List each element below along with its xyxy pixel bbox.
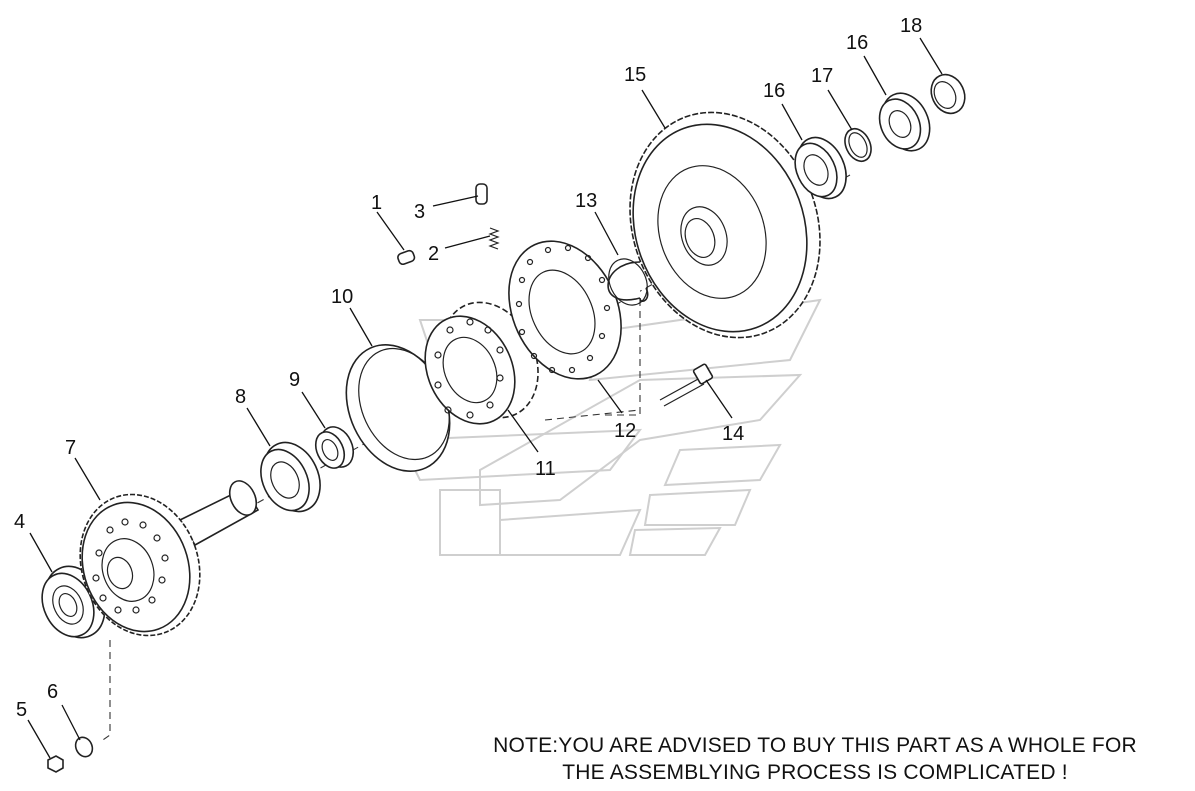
spring-part-2 <box>488 227 500 250</box>
assembly-note: NOTE:YOU ARE ADVISED TO BUY THIS PART AS… <box>420 732 1195 786</box>
callout-14: 14 <box>722 423 744 445</box>
callout-4: 4 <box>14 511 25 533</box>
leader-lines <box>27 37 943 759</box>
spline-hub-part-11 <box>424 301 539 425</box>
callout-3: 3 <box>414 201 425 223</box>
callout-5: 5 <box>16 699 27 721</box>
bolt-part-14 <box>659 363 714 407</box>
bearing-part-16-left <box>794 136 847 200</box>
ring-part-17 <box>844 127 872 163</box>
callout-8: 8 <box>235 386 246 408</box>
seal-part-18 <box>930 73 966 115</box>
snap-ring-part-13 <box>607 258 649 306</box>
note-line-2: THE ASSEMBLYING PROCESS IS COMPLICATED ! <box>562 761 1068 784</box>
callout-15: 15 <box>624 64 646 86</box>
callout-16-right: 16 <box>846 32 868 54</box>
callout-17: 17 <box>811 65 833 87</box>
bearing-part-16-right <box>878 92 931 152</box>
pin-part-3 <box>475 183 488 205</box>
callout-13: 13 <box>575 190 597 212</box>
callout-12: 12 <box>614 420 636 442</box>
callout-9: 9 <box>289 369 300 391</box>
nut-part-5 <box>47 755 64 773</box>
gear-shaft-part-7 <box>79 480 260 637</box>
bearing-part-8 <box>260 441 321 513</box>
callout-11: 11 <box>535 458 556 480</box>
note-line-1: NOTE:YOU ARE ADVISED TO BUY THIS PART AS… <box>493 734 1137 757</box>
callout-6: 6 <box>47 681 58 703</box>
large-gear-part-15 <box>629 111 821 339</box>
pin-part-1 <box>397 249 416 266</box>
callout-7: 7 <box>65 437 76 459</box>
callout-2: 2 <box>428 243 439 265</box>
callout-16-left: 16 <box>763 80 785 102</box>
collar-part-9 <box>314 426 355 469</box>
callout-labels: 1 2 3 4 5 6 7 8 9 10 11 12 13 14 15 16 1… <box>14 15 922 721</box>
callout-1: 1 <box>371 192 382 214</box>
washer-part-6 <box>74 736 94 758</box>
callout-10: 10 <box>331 286 353 308</box>
callout-18: 18 <box>900 15 922 37</box>
